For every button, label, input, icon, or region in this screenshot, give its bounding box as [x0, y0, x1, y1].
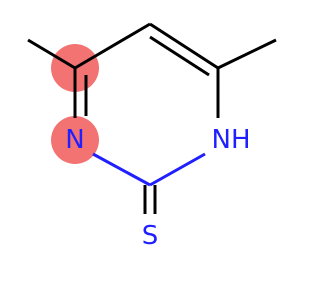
bond-n-c2 — [92, 152, 151, 187]
atom-label-sulfur: S — [142, 221, 159, 251]
bond-layer — [27, 22, 277, 214]
bond-nh-c2 — [149, 152, 206, 187]
bond-c5-c4-inner — [149, 35, 210, 77]
bond-methyl-right — [217, 38, 277, 70]
bond-methyl-left — [27, 38, 76, 70]
highlight-left-nitrogen — [51, 116, 99, 164]
bond-c6-c5 — [74, 22, 151, 70]
molecule-structure: N NH S — [27, 22, 277, 251]
atom-label-right-nitrogen-hydrogen: NH — [212, 125, 251, 155]
bond-c5-c4-outer — [149, 22, 219, 70]
atom-label-left-nitrogen: N — [65, 125, 84, 155]
